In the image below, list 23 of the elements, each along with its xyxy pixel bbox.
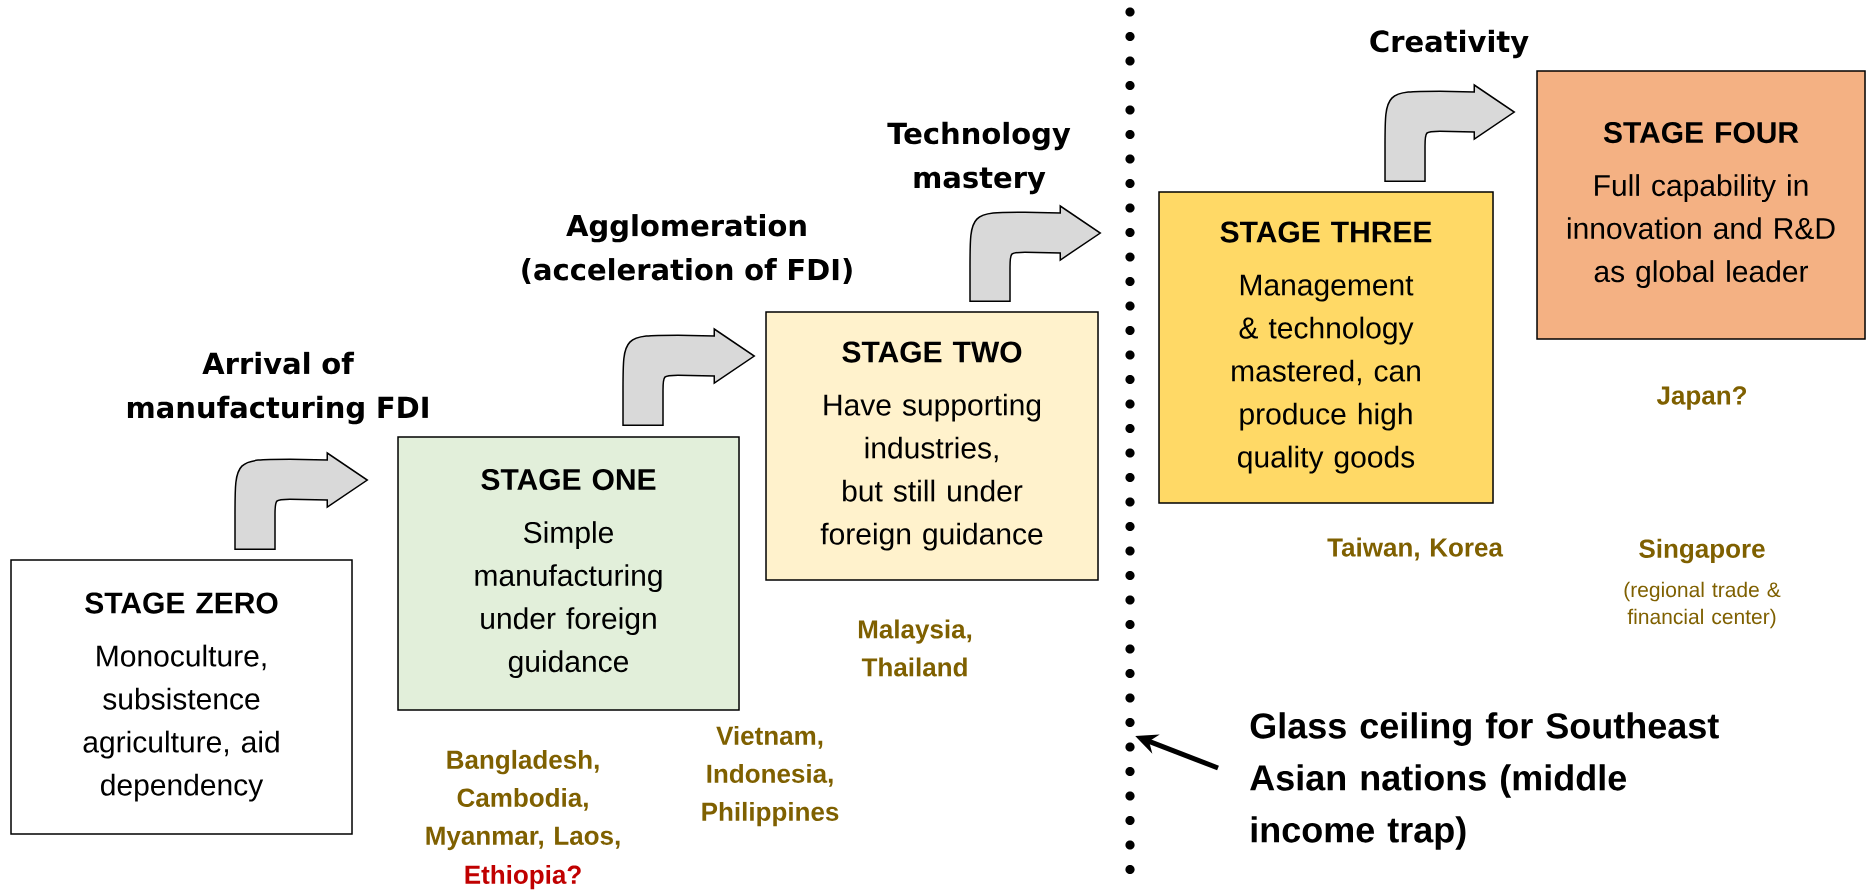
bent-arrow	[969, 205, 1101, 302]
callout-text: Glass ceiling for Southeast Asian nations (middle income trap)	[1250, 712, 1719, 850]
edge-label: Agglomeration (acceleration of FDI)	[522, 214, 852, 284]
bent-arrow	[234, 452, 368, 550]
country-label: Ethiopia?	[465, 864, 581, 890]
edge-label: Arrival of manufacturing FDI	[127, 351, 428, 425]
stage-box: STAGE FOUR Full capability in innovation and R&D as global leader	[1536, 70, 1866, 340]
country-label: Japan?	[1656, 386, 1747, 410]
country-label: Singapore	[1639, 538, 1765, 564]
bent-arrow	[1384, 84, 1515, 182]
stage-box: STAGE THREE Management & technology mastered, can produce high quality goods	[1158, 191, 1494, 504]
edge-label: Creativity	[1370, 29, 1529, 59]
dotted-line	[1125, 7, 1135, 875]
country-label: Bangladesh, Cambodia, Myanmar, Laos,	[426, 749, 620, 851]
country-label: Vietnam, Indonesia, Philippines	[702, 725, 839, 827]
edge-label: Technology mastery	[887, 121, 1071, 195]
country-label: Taiwan, Korea	[1327, 537, 1504, 561]
country-label: (regional trade & financial center)	[1624, 581, 1781, 629]
bent-arrow	[622, 328, 755, 426]
stage-box: STAGE ONE Simple manufacturing under foreign guidance	[397, 436, 740, 711]
stage-box: STAGE TWO Have supporting industries, but still under foreign guidance	[765, 311, 1099, 581]
country-label: Malaysia, Thailand	[858, 619, 972, 677]
stage-box: STAGE ZERO Monoculture, subsistence agriculture, aid dependency	[10, 559, 353, 835]
